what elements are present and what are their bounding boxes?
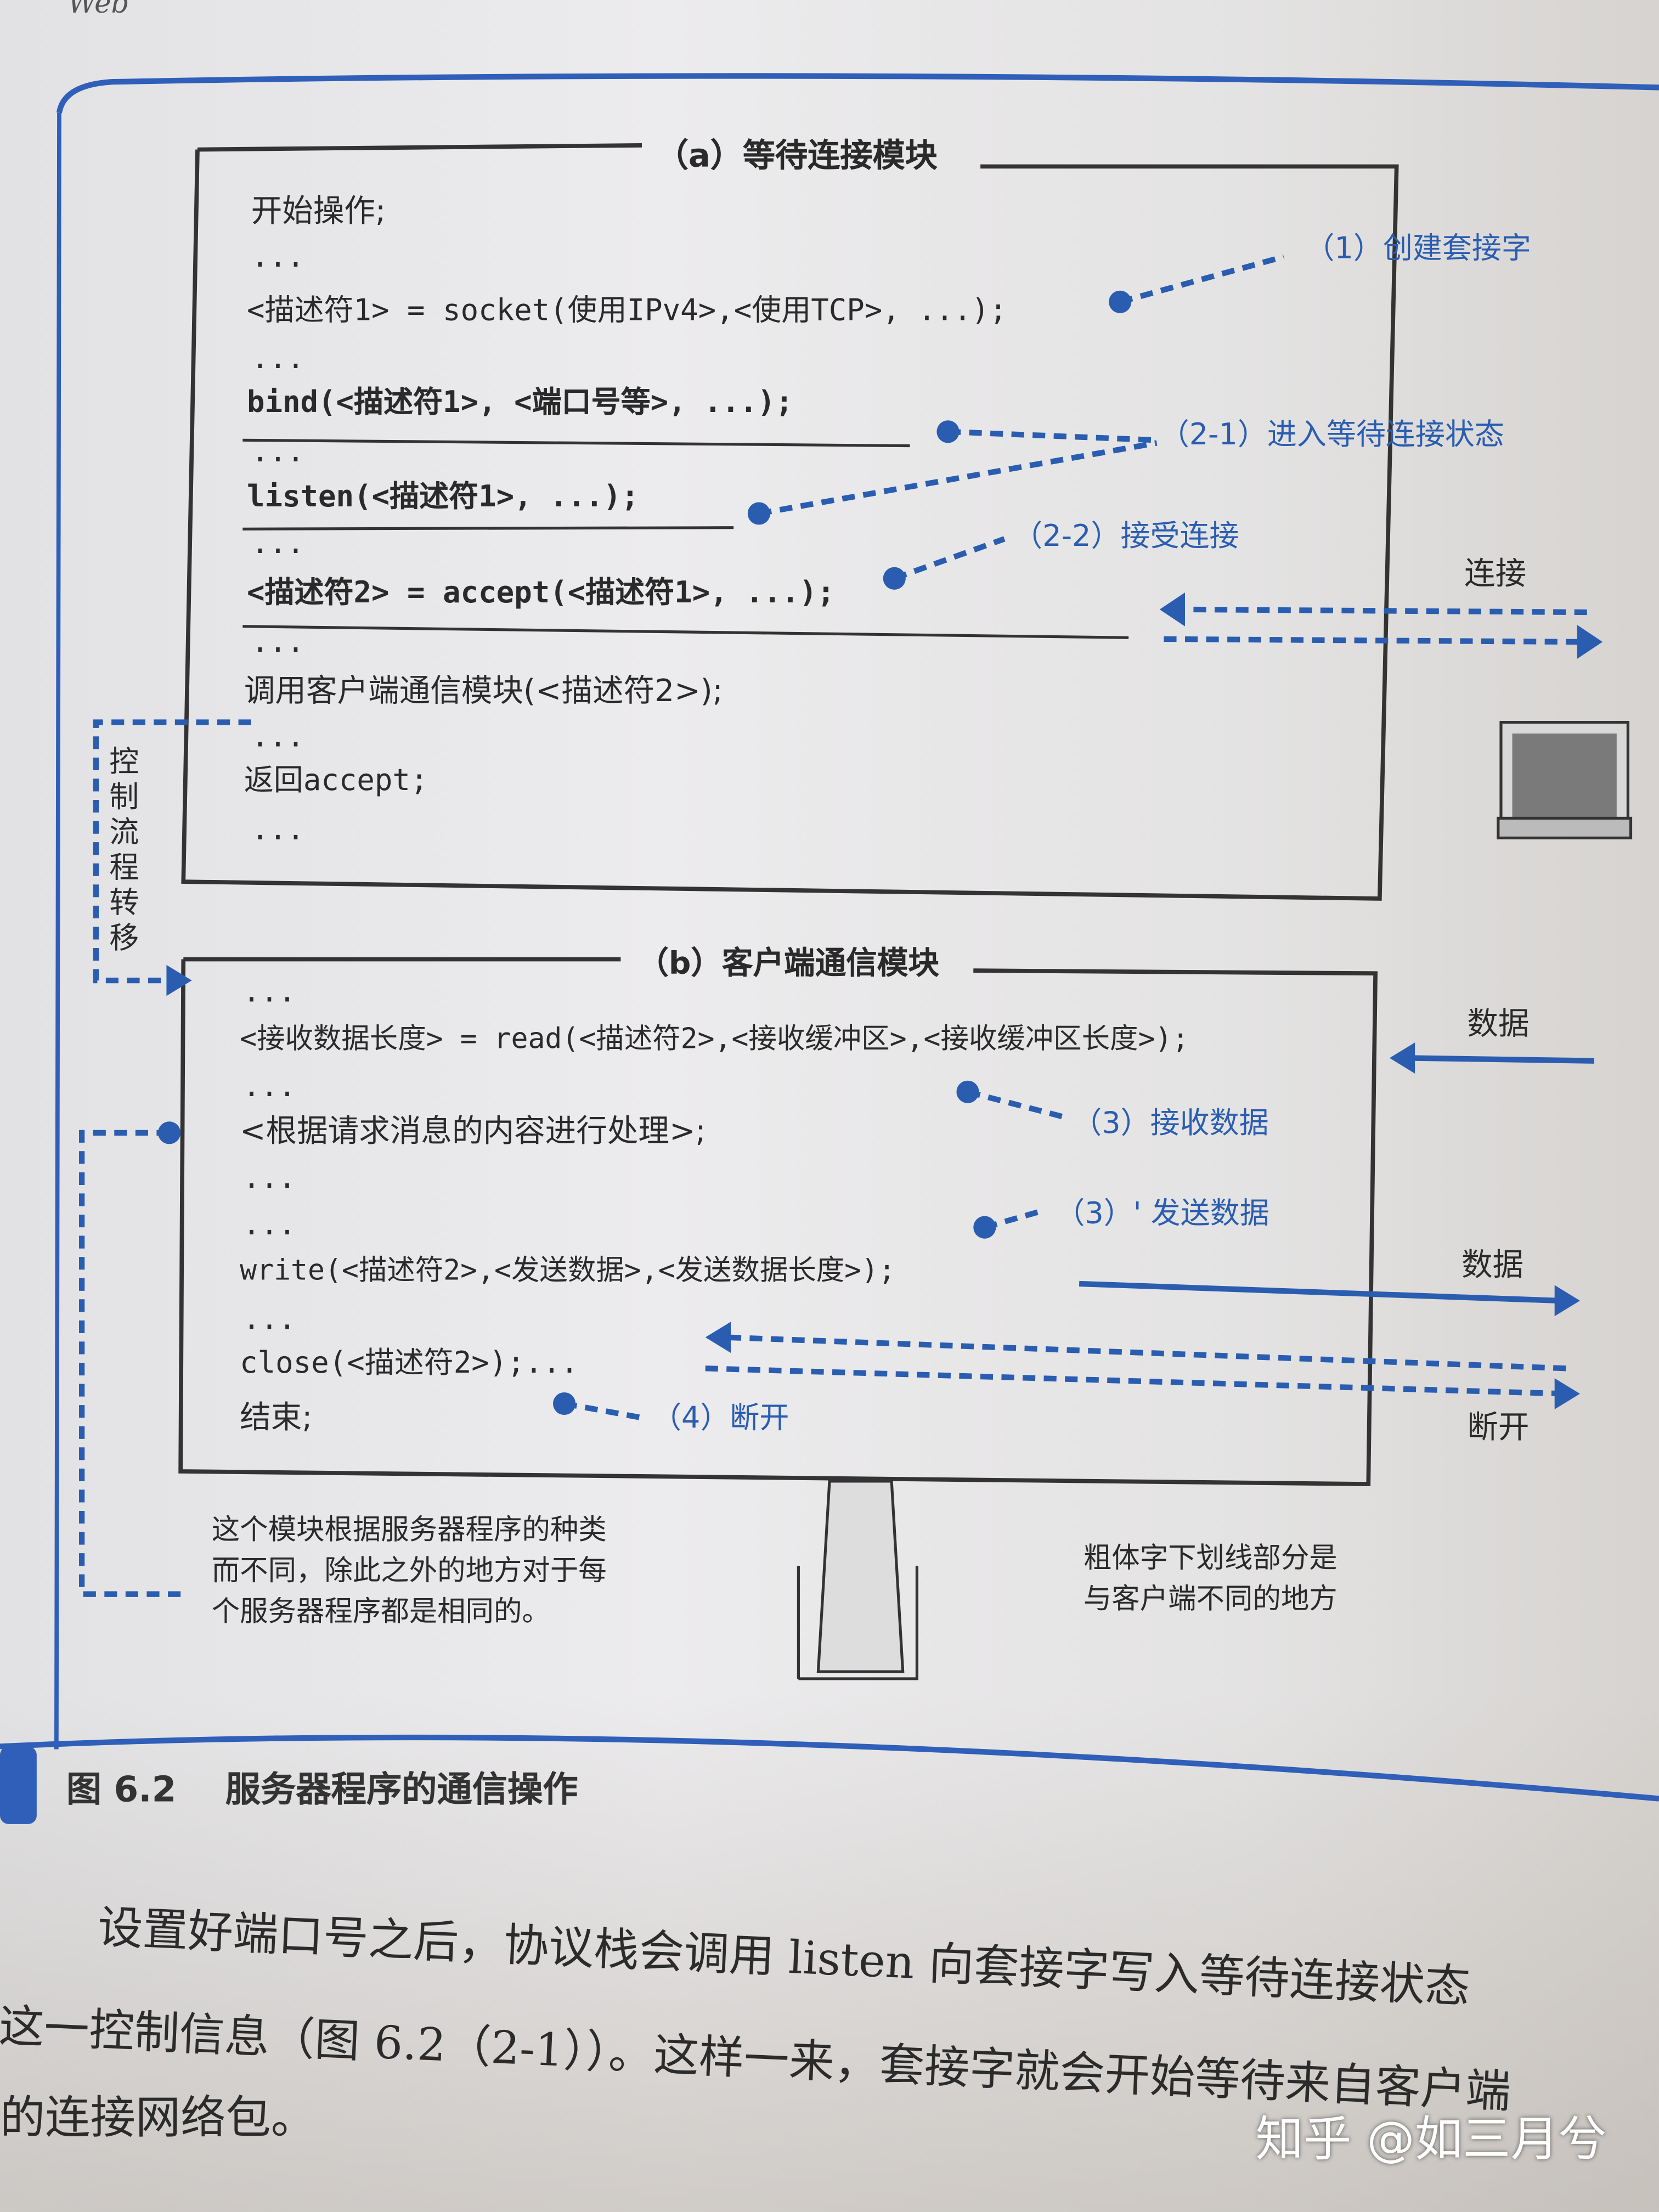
code-line-accept: <描述符2> = accept(<描述符1>, ...); xyxy=(246,575,835,610)
code-line: 开始操作; xyxy=(251,194,386,230)
code-line: ... xyxy=(242,1207,296,1242)
arrowhead-connect-out xyxy=(1577,625,1603,659)
figure-frame-left xyxy=(54,112,61,1750)
code-line: ... xyxy=(242,974,296,1009)
code-line: ... xyxy=(242,1302,296,1336)
dot-receive xyxy=(956,1080,979,1103)
module-a-box xyxy=(181,143,1399,901)
disconnect-leader xyxy=(563,1401,642,1421)
bind-underline xyxy=(242,438,910,448)
figure-caption: 图 6.2 服务器程序的通信操作 xyxy=(66,1772,578,1807)
client-computer-icon xyxy=(1497,720,1633,839)
label-connect: 连接 xyxy=(1464,557,1527,592)
note-right-line: 粗体字下划线部分是 xyxy=(1083,1540,1338,1575)
dot-bind xyxy=(936,420,960,443)
code-line: ... xyxy=(251,625,305,659)
label-data-in: 数据 xyxy=(1467,1007,1530,1043)
close-arrow-out xyxy=(705,1365,1566,1397)
create-socket-leader xyxy=(1119,254,1285,305)
annotation-accept: （2-2）接受连接 xyxy=(1013,519,1239,553)
dot-create-socket xyxy=(1109,290,1132,313)
note-left: 这个模块根据服务器程序的种类 而不同，除此之外的地方对于每 个服务器程序都是相同… xyxy=(212,1509,607,1632)
annotation-create-socket: （1）创建套接字 xyxy=(1305,231,1531,266)
code-line-read: <接收数据长度> = read(<描述符2>,<接收缓冲区>,<接收缓冲区长度>… xyxy=(240,1021,1189,1056)
code-line: 调用客户端通信模块(<描述符2>); xyxy=(244,674,723,710)
code-line: 返回accept; xyxy=(244,763,428,797)
figure-number: 图 6.2 xyxy=(66,1769,177,1810)
code-line: ... xyxy=(242,1161,296,1195)
code-line: ... xyxy=(251,434,305,469)
annotation-listen-state: （2-1）进入等待连接状态 xyxy=(1159,417,1504,452)
code-line: ... xyxy=(251,812,305,847)
body-paragraph-line: 的连接网络包。 xyxy=(0,2090,317,2145)
code-line-write: write(<描述符2>,<发送数据>,<发送数据长度>); xyxy=(240,1252,896,1287)
page-shadow xyxy=(0,1692,1659,2212)
data-in-arrow xyxy=(1410,1055,1594,1064)
listen-leader xyxy=(758,440,1158,517)
module-a-title: （a）等待连接模块 xyxy=(656,138,938,175)
label-data-out: 数据 xyxy=(1461,1248,1524,1284)
arrowhead-close-in xyxy=(705,1322,731,1353)
arrowhead-connect-in xyxy=(1159,592,1185,627)
dot-disconnect xyxy=(552,1392,576,1415)
annotation-receive: （3）接收数据 xyxy=(1072,1105,1269,1140)
watermark: 知乎 @如三月兮 xyxy=(1255,2112,1607,2169)
bind-leader xyxy=(947,428,1157,443)
code-line: ... xyxy=(242,1069,296,1103)
code-line: ... xyxy=(251,341,305,375)
module-b-title: （b）客户端通信模块 xyxy=(637,946,939,982)
server-tower-icon xyxy=(797,1480,918,1680)
note-right: 粗体字下划线部分是 与客户端不同的地方 xyxy=(1084,1538,1338,1620)
code-line: <描述符1> = socket(使用IPv4>,<使用TCP>, ...); xyxy=(246,293,1007,328)
dot-control-return xyxy=(157,1121,181,1144)
note-left-line: 而不同，除此之外的地方对于每 xyxy=(211,1553,607,1587)
control-flow-return xyxy=(78,1130,184,1597)
arrowhead-data-out xyxy=(1554,1285,1580,1317)
figure-title: 服务器程序的通信操作 xyxy=(225,1769,578,1810)
control-flow-arrow xyxy=(93,719,251,984)
close-arrow-in xyxy=(726,1334,1566,1372)
code-line: ... xyxy=(251,719,305,754)
connect-arrow-in xyxy=(1182,606,1587,616)
dot-send xyxy=(973,1216,996,1239)
code-line: ... xyxy=(251,526,305,560)
accept-leader xyxy=(893,536,1006,582)
note-right-line: 与客户端不同的地方 xyxy=(1083,1581,1338,1616)
control-flow-label: 控制流程转移 xyxy=(109,744,139,955)
code-line-listen: listen(<描述符1>, ...); xyxy=(246,479,639,514)
arrowhead-data-in xyxy=(1389,1042,1415,1074)
figure-frame-bottom xyxy=(0,1734,1659,1802)
note-left-line: 个服务器程序都是相同的。 xyxy=(211,1594,550,1628)
dot-accept xyxy=(883,567,906,590)
connect-arrow-out xyxy=(1164,636,1581,645)
annotation-send: （3）' 发送数据 xyxy=(1055,1196,1269,1231)
label-close: 断开 xyxy=(1467,1410,1530,1446)
data-out-arrow xyxy=(1079,1280,1559,1304)
module-b-box xyxy=(178,957,1378,1487)
note-left-line: 这个模块根据服务器程序的种类 xyxy=(211,1512,607,1547)
annotation-disconnect: （4）断开 xyxy=(651,1401,789,1435)
code-line-close: close(<描述符2>);... xyxy=(240,1346,579,1380)
code-line: <根据请求消息的内容进行处理>; xyxy=(240,1114,706,1150)
code-line-bind: bind(<描述符1>, <端口号等>, ...); xyxy=(246,385,793,419)
arrowhead-control xyxy=(166,964,192,996)
caption-tab xyxy=(0,1746,37,1824)
listen-underline xyxy=(242,526,734,531)
figure-frame-top xyxy=(56,73,1659,114)
receive-leader xyxy=(967,1089,1066,1120)
dot-listen xyxy=(747,502,770,525)
header-fragment: Web xyxy=(67,0,129,20)
arrowhead-close-out xyxy=(1554,1378,1580,1409)
code-line: 结束; xyxy=(240,1401,313,1436)
code-line: ... xyxy=(251,240,305,274)
accept-underline xyxy=(242,625,1129,639)
